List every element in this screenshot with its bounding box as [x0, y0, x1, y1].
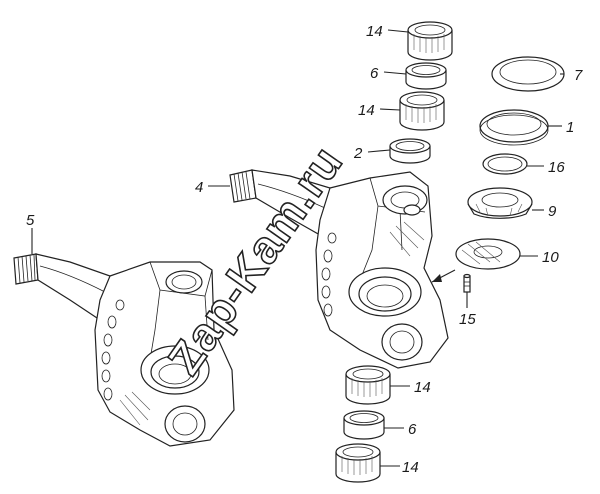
pin-15	[463, 273, 471, 293]
thrust-bearing-9	[467, 187, 533, 219]
callout-16: 16	[548, 159, 565, 176]
washer-10	[455, 238, 521, 270]
callout-6-top: 6	[370, 65, 379, 82]
seal-ring-6-top	[405, 62, 447, 90]
callout-1: 1	[566, 119, 574, 136]
callout-7: 7	[574, 67, 583, 84]
callout-6-low: 6	[408, 421, 417, 438]
callout-5: 5	[26, 212, 35, 229]
steering-knuckle-left	[13, 253, 235, 447]
shim-7	[491, 56, 565, 92]
ring-2	[389, 138, 431, 164]
leader-14-top	[387, 29, 409, 33]
callout-4: 4	[195, 179, 203, 196]
needle-bearing-14-bottom	[335, 443, 381, 483]
callout-10: 10	[542, 249, 559, 266]
callout-2: 2	[353, 145, 363, 162]
needle-bearing-14-mid	[399, 91, 445, 131]
thrust-ring-1	[479, 109, 549, 146]
seal-ring-6-low	[343, 410, 385, 440]
callout-15: 15	[459, 311, 476, 328]
callout-14-low: 14	[414, 379, 431, 396]
callout-14-mid: 14	[358, 102, 375, 119]
callout-14-top: 14	[366, 23, 383, 40]
callout-9: 9	[548, 203, 557, 220]
needle-bearing-14-top	[407, 21, 453, 61]
steering-knuckle-right	[229, 169, 456, 369]
leader-2	[367, 149, 391, 153]
callout-14-bottom: 14	[402, 459, 419, 476]
needle-bearing-14-low	[345, 365, 391, 405]
o-ring-16	[482, 153, 528, 175]
leader-6-top	[383, 71, 407, 75]
leader-14-mid	[379, 108, 401, 111]
